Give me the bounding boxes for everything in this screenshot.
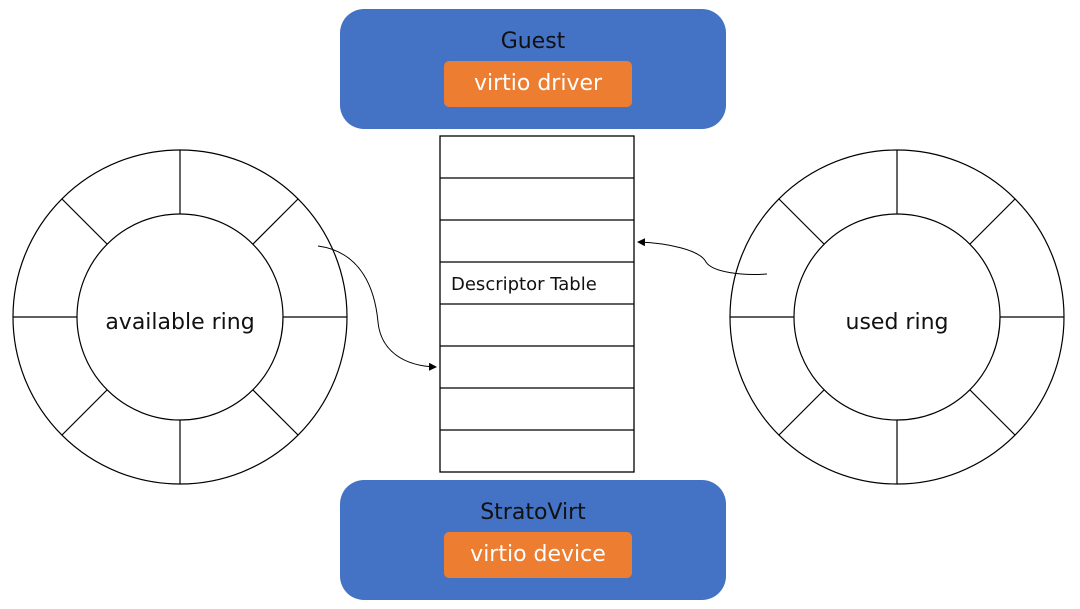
used-ring-label: used ring (846, 310, 949, 335)
virtio-device-box: virtio device (444, 532, 632, 578)
stratovirt-title: StratoVirt (480, 500, 586, 525)
used-ring-spokes (730, 150, 1064, 484)
guest-panel: Guest virtio driver (340, 9, 726, 129)
descriptor-table: Descriptor Table (439, 135, 635, 473)
available-ring-spokes (13, 150, 347, 484)
ring-slot-divider (61, 389, 108, 436)
guest-title: Guest (500, 29, 566, 54)
ring-slot-divider (61, 198, 108, 245)
ring-slot-divider (969, 389, 1016, 436)
ring-slot-divider (778, 198, 825, 245)
ring-slot-divider (778, 389, 825, 436)
used-to-descriptor-arrow (637, 238, 768, 275)
stratovirt-panel: StratoVirt virtio device (340, 480, 726, 600)
virtio-driver-box: virtio driver (444, 61, 632, 107)
available-to-descriptor-arrow (317, 245, 437, 371)
available-ring-label: available ring (105, 310, 254, 335)
ring-slot-divider (969, 198, 1016, 245)
ring-slot-divider (252, 389, 299, 436)
used-ring: used ring (729, 149, 1065, 485)
available-ring: available ring (12, 149, 348, 485)
descriptor-table-label: Descriptor Table (451, 274, 597, 295)
ring-slot-divider (252, 198, 299, 245)
